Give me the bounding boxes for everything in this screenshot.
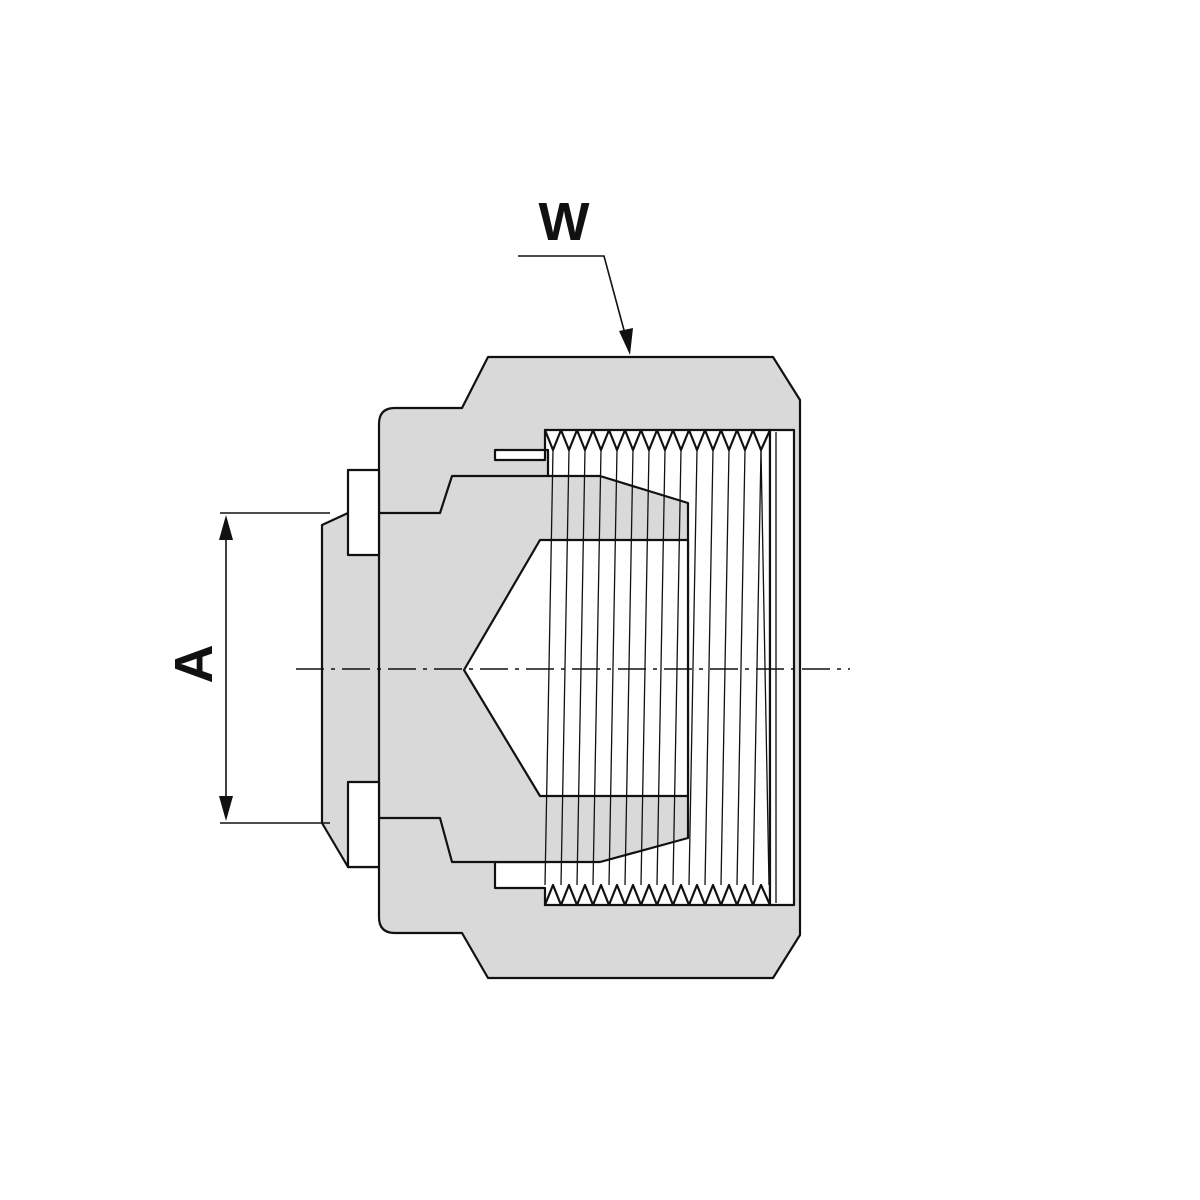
thread-lines [544,449,770,886]
dimension-w-label: W [539,192,590,252]
leader-w [518,255,633,355]
dimension-a-label: A [164,645,224,684]
thread-end-ring [768,428,796,907]
gasket-bottom [346,780,381,869]
dimension-a [219,512,330,824]
thread-teeth-top [543,428,772,452]
thread-teeth-bottom [543,883,772,907]
gasket-top [346,468,381,557]
